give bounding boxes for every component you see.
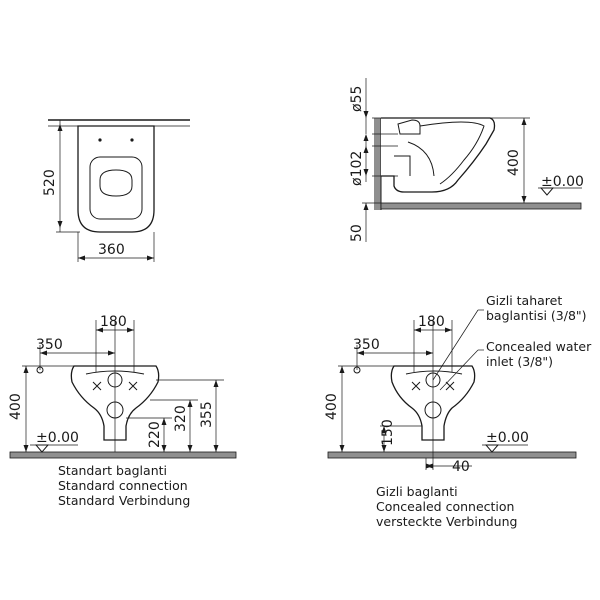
front-concealed-note-water-1: Concealed water (486, 339, 592, 354)
front-standard-caption-de: Standard Verbindung (58, 493, 190, 508)
front-standard-height-320-label: 320 (173, 405, 189, 432)
front-standard-rim (85, 370, 145, 375)
arrow-head (339, 366, 345, 373)
front-view-standard: 180 350 400 220 320 355 ±0.00 Standart b… (8, 314, 237, 508)
arrow-head (187, 400, 193, 407)
arrow-head (357, 350, 364, 356)
front-concealed-caption-de: versteckte Verbindung (376, 514, 517, 529)
arrow-head (363, 134, 369, 141)
arrow-head (381, 426, 387, 433)
side-view-offset-label: 50 (349, 224, 365, 242)
front-concealed-leader-water (439, 349, 479, 391)
side-view-pipe-bottom-label: ø102 (349, 151, 365, 186)
arrow-head (381, 445, 387, 452)
front-standard-width-350-label: 350 (36, 337, 63, 353)
arrow-head (108, 350, 115, 356)
arrow-head (363, 111, 369, 118)
top-view-bowl-hole (99, 169, 133, 197)
side-view-bowl-inner (419, 121, 485, 185)
front-concealed-width-180-label: 180 (418, 314, 445, 330)
side-view-inlet (397, 119, 421, 135)
arrow-head (127, 327, 134, 333)
arrow-head (426, 463, 433, 469)
top-view-depth-label: 520 (42, 169, 58, 196)
arrow-head (521, 196, 527, 203)
front-concealed-note-taharet-1: Gizli taharet (486, 293, 562, 308)
front-standard-height-400-label: 400 (8, 393, 24, 420)
arrow-head (414, 327, 421, 333)
arrow-head (213, 445, 219, 452)
arrow-head (78, 255, 85, 261)
front-concealed-floor (327, 451, 577, 459)
arrow-head (57, 124, 63, 131)
arrow-head (161, 445, 167, 452)
arrow-head (426, 350, 433, 356)
top-view-seat-opening (89, 156, 143, 220)
front-standard-height-355-label: 355 (199, 401, 215, 428)
front-concealed-height-150-label: 150 (380, 419, 396, 446)
front-concealed-caption-tr: Gizli baglanti (376, 484, 458, 499)
top-view-width-label: 360 (98, 242, 125, 258)
arrow-head (363, 203, 369, 210)
top-view-bowl-outline (77, 125, 155, 233)
front-standard-height-220-label: 220 (147, 421, 163, 448)
arrow-head (521, 118, 527, 125)
side-view-trap (407, 141, 435, 177)
front-concealed-height-400-label: 400 (324, 393, 340, 420)
front-standard-caption-en: Standard connection (58, 478, 188, 493)
side-view-toilet-profile (381, 117, 496, 193)
front-standard-floor (9, 451, 237, 459)
side-view-floor (380, 202, 582, 210)
side-view-pipe-top-label: ø55 (349, 86, 365, 112)
side-view-outlet (394, 155, 411, 176)
front-concealed-caption-en: Concealed connection (376, 499, 514, 514)
front-concealed-note-taharet-2: baglantisi (3/8") (486, 308, 587, 323)
top-view-fixing-hole-right (130, 138, 134, 142)
front-standard-caption-tr: Standart baglanti (58, 463, 167, 478)
top-view-fixing-hole-left (98, 138, 102, 142)
arrow-head (23, 366, 29, 373)
front-standard-fixing-marks (92, 381, 138, 391)
front-standard-level-marker (34, 444, 50, 453)
front-view-concealed: 180 350 400 150 40 Gizli taharet baglant… (324, 293, 592, 529)
front-concealed-note-water-2: inlet (3/8") (486, 354, 553, 369)
front-concealed-width-350-label: 350 (353, 337, 380, 353)
arrow-head (339, 445, 345, 452)
front-standard-level-label: ±0.00 (36, 430, 79, 446)
side-view-level-label: ±0.00 (541, 174, 584, 190)
side-view-wall (374, 118, 381, 210)
front-concealed-level-label: ±0.00 (486, 430, 529, 446)
arrow-head (187, 445, 193, 452)
front-concealed-fixing-marks (411, 381, 455, 391)
arrow-head (23, 445, 29, 452)
front-concealed-width-40-label: 40 (452, 459, 470, 475)
arrow-head (57, 221, 63, 228)
arrow-head (96, 327, 103, 333)
top-view: 520 360 (42, 119, 190, 262)
arrow-head (213, 380, 219, 387)
side-view-height-label: 400 (506, 149, 522, 176)
front-concealed-level-marker (484, 444, 500, 453)
arrow-head (363, 169, 369, 176)
arrow-head (363, 146, 369, 153)
front-concealed-leader-taharet (432, 309, 479, 381)
front-standard-width-180-label: 180 (100, 314, 127, 330)
arrow-head (40, 350, 47, 356)
front-concealed-rim (405, 370, 463, 375)
arrow-head (445, 327, 452, 333)
side-view: ø55 ø102 50 400 ±0.00 (349, 78, 584, 242)
arrow-head (161, 418, 167, 425)
arrow-head (147, 255, 154, 261)
